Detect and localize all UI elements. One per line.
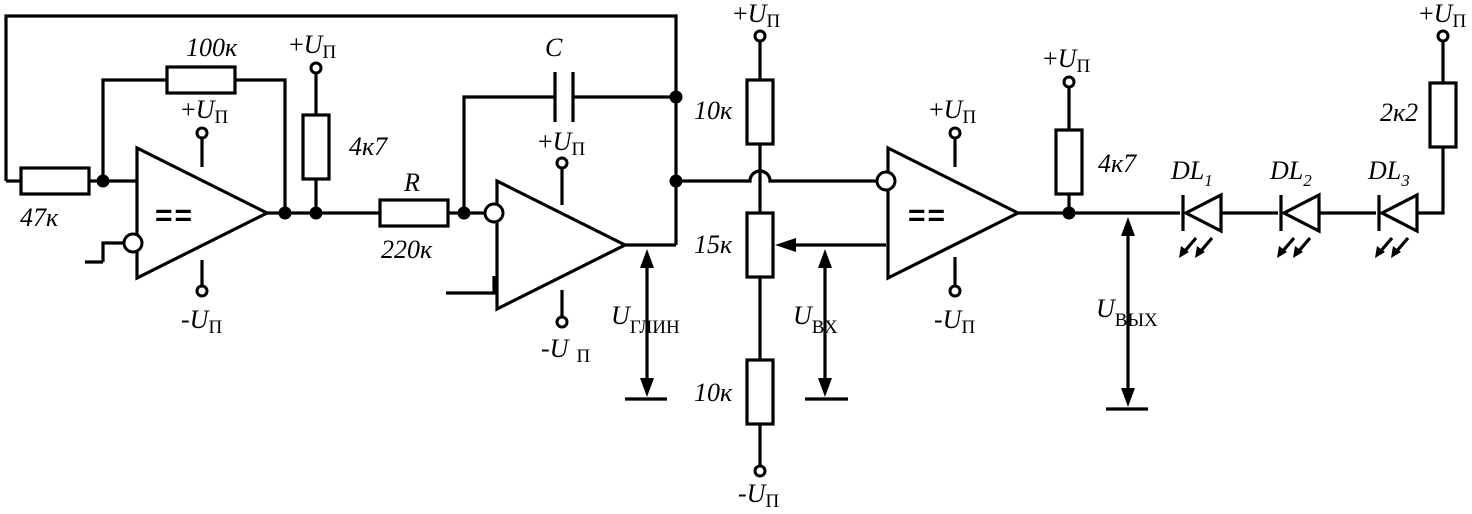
- label-10k-top: 10к: [694, 96, 733, 125]
- resistor-220k: [378, 198, 450, 228]
- comparator-2-inverting-bubble: [875, 170, 897, 192]
- terminal-cmp1-vplus: [195, 126, 209, 140]
- label-10k-bottom: 10к: [694, 378, 733, 407]
- u-vx-indicator: [805, 249, 848, 401]
- wire-cap-branch: [462, 95, 676, 213]
- led-dl3: [1375, 192, 1419, 258]
- terminal-divider-vplus: [753, 29, 767, 43]
- comparator-2: [886, 145, 1022, 281]
- wire-cmp2-out: [1018, 147, 1445, 215]
- terminal-4k7-vplus: [309, 61, 323, 75]
- resistor-100k: [165, 65, 237, 95]
- terminal-cmp2-vplus: [948, 126, 962, 140]
- label-vplus-4k7b: +UП: [1043, 44, 1090, 77]
- label-4k7-out: 4к7: [1098, 149, 1137, 178]
- terminal-int-vminus: [555, 315, 569, 329]
- label-15k: 15к: [694, 230, 733, 259]
- led-dl2: [1277, 192, 1321, 258]
- comparator-1-inverting-bubble: [122, 232, 144, 254]
- label-capacitor: C: [545, 33, 563, 62]
- label-r: R: [403, 168, 420, 197]
- resistor-4k7-out: [1054, 128, 1084, 196]
- terminal-int-vplus: [555, 156, 569, 170]
- label-220k: 220к: [381, 235, 433, 264]
- label-vplus-4k7: +UП: [289, 30, 336, 63]
- wire-to-cmp2: [676, 169, 878, 183]
- terminal-cmp2-vminus: [948, 284, 962, 298]
- label-vplus-2k2: +UП: [1419, 0, 1466, 32]
- label-dl3: DL3: [1367, 156, 1410, 190]
- label-u-vyx: UВЫХ: [1096, 294, 1158, 331]
- label-u-glin: UГЛИН: [611, 301, 680, 338]
- integrator-inverting-bubble: [483, 202, 505, 224]
- wire-int-gnd: [446, 276, 496, 295]
- wire-100k-feedback: [101, 78, 287, 213]
- junction-dot: [457, 206, 471, 220]
- label-u-vx: UВХ: [793, 301, 838, 338]
- resistor-10k-bottom: [745, 358, 775, 426]
- label-2k2: 2к2: [1380, 98, 1418, 127]
- resistor-2k2: [1428, 81, 1458, 149]
- junction-dot: [96, 174, 110, 188]
- led-dl1: [1179, 192, 1223, 258]
- junction-dots: [96, 90, 1076, 220]
- comparator-1-symbol: ==: [155, 199, 194, 232]
- label-vminus-cmp1: -UП: [181, 305, 222, 338]
- label-vplus-int: +UП: [538, 127, 585, 160]
- led-dl1-light-arrows-icon: [1179, 236, 1214, 258]
- junction-dot: [278, 206, 292, 220]
- led-dl3-light-arrows-icon: [1375, 236, 1410, 258]
- junction-dot: [309, 206, 323, 220]
- terminal-divider-vminus: [753, 464, 767, 478]
- junction-dot: [669, 174, 683, 188]
- label-47k: 47к: [20, 203, 59, 232]
- led-dl2-light-arrows-icon: [1277, 236, 1312, 258]
- wire-feedback-loop: [4, 14, 678, 245]
- terminal-4k7b-vplus: [1062, 75, 1076, 89]
- label-dl1: DL1: [1170, 156, 1213, 190]
- label-dl2: DL2: [1269, 156, 1312, 190]
- resistor-4k7-pullup: [301, 113, 331, 181]
- junction-dot: [1062, 206, 1076, 220]
- comparator-2-symbol: ==: [908, 199, 947, 232]
- junction-dot: [669, 90, 683, 104]
- label-4k7-pullup: 4к7: [349, 132, 388, 161]
- label-vplus-cmp1: +UП: [181, 95, 228, 128]
- resistor-47k: [19, 166, 91, 196]
- potentiometer-15k: [745, 211, 775, 279]
- supply-terminals: [195, 29, 1450, 478]
- u-vyx-indicator: [1106, 217, 1148, 411]
- terminal-cmp1-vminus: [195, 284, 209, 298]
- wire-cmp1-gnd: [85, 241, 129, 264]
- capacitor-c: [553, 72, 575, 122]
- resistor-10k-top: [745, 78, 775, 146]
- comparator-1: [135, 145, 271, 281]
- u-glin-indicator: [625, 249, 667, 401]
- terminal-2k2-vplus: [1436, 29, 1450, 43]
- wiper-arrowhead: [775, 238, 796, 252]
- label-vplus-cmp2: +UП: [929, 95, 976, 128]
- label-vminus-cmp2: -UП: [934, 305, 975, 338]
- label-vminus-divider: -UП: [738, 479, 779, 512]
- integrator-opamp: [495, 178, 629, 312]
- label-vplus-divider: +UП: [733, 0, 780, 32]
- label-100k: 100к: [186, 33, 238, 62]
